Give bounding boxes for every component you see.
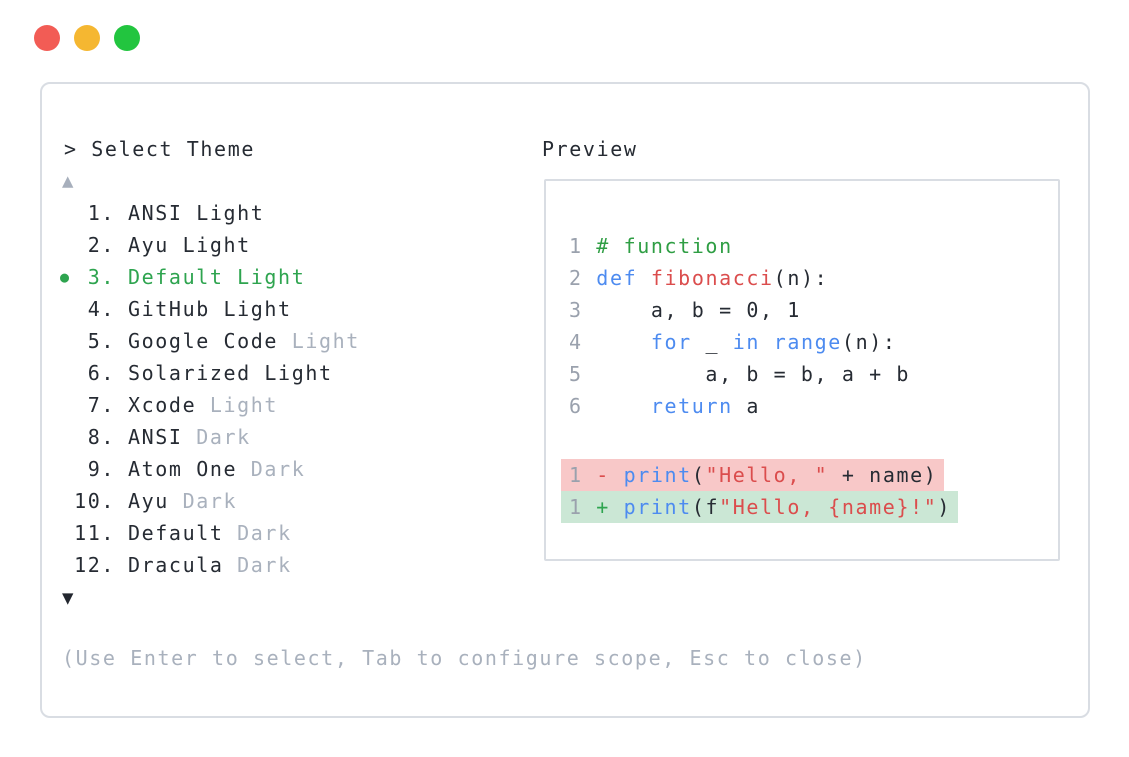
theme-item[interactable]: 5.Google Code Light bbox=[74, 329, 360, 353]
diff-line-added: 1 + print(f"Hello, {name}!") bbox=[561, 491, 959, 523]
code-line: 1 # function bbox=[569, 234, 733, 258]
help-text: (Use Enter to select, Tab to configure s… bbox=[62, 646, 867, 670]
code-line: 4 for _ in range(n): bbox=[569, 330, 897, 354]
diff-lines: 1 - print("Hello, " + name)1 + print(f"H… bbox=[561, 459, 959, 523]
theme-item[interactable]: 6.Solarized Light bbox=[74, 361, 333, 385]
theme-item[interactable]: 10.Ayu Dark bbox=[74, 489, 238, 513]
minimize-traffic-light-icon[interactable] bbox=[74, 25, 100, 51]
code-line: 6 return a bbox=[569, 394, 761, 418]
code-line: 5 a, b = b, a + b bbox=[569, 362, 911, 386]
preview-label: Preview bbox=[542, 137, 638, 161]
scroll-up-icon[interactable]: ▲ bbox=[62, 170, 74, 192]
preview-pane: 1 # function 2 def fibonacci(n): 3 a, b = … bbox=[544, 179, 1060, 561]
theme-item[interactable]: 12.Dracula Dark bbox=[74, 553, 292, 577]
theme-item[interactable]: ● 3.Default Light bbox=[42, 261, 512, 293]
diff-line-removed: 1 - print("Hello, " + name) bbox=[561, 459, 945, 491]
window-controls bbox=[34, 25, 140, 51]
close-traffic-light-icon[interactable] bbox=[34, 25, 60, 51]
selected-bullet-icon: ● bbox=[60, 268, 70, 286]
theme-item[interactable]: 9.Atom One Dark bbox=[74, 457, 306, 481]
code-line: 2 def fibonacci(n): bbox=[569, 266, 829, 290]
theme-item[interactable]: 8.ANSI Dark bbox=[74, 425, 251, 449]
theme-item[interactable]: 4.GitHub Light bbox=[74, 297, 292, 321]
scroll-down-icon[interactable]: ▼ bbox=[62, 587, 74, 609]
theme-item[interactable]: 11.Default Dark bbox=[74, 521, 292, 545]
theme-item[interactable]: 1.ANSI Light bbox=[74, 201, 265, 225]
select-theme-prompt: > Select Theme bbox=[64, 137, 255, 161]
theme-list: 1.ANSI Light 2.Ayu Light ● 3.Default Ligh… bbox=[42, 197, 512, 581]
theme-item[interactable]: 2.Ayu Light bbox=[74, 233, 251, 257]
zoom-traffic-light-icon[interactable] bbox=[114, 25, 140, 51]
code-lines: 1 # function 2 def fibonacci(n): 3 a, b = … bbox=[569, 230, 910, 422]
theme-picker-panel: > Select Theme ▲ 1.ANSI Light 2.Ayu Ligh… bbox=[40, 82, 1090, 718]
code-line: 3 a, b = 0, 1 bbox=[569, 298, 801, 322]
theme-item[interactable]: 7.Xcode Light bbox=[74, 393, 279, 417]
